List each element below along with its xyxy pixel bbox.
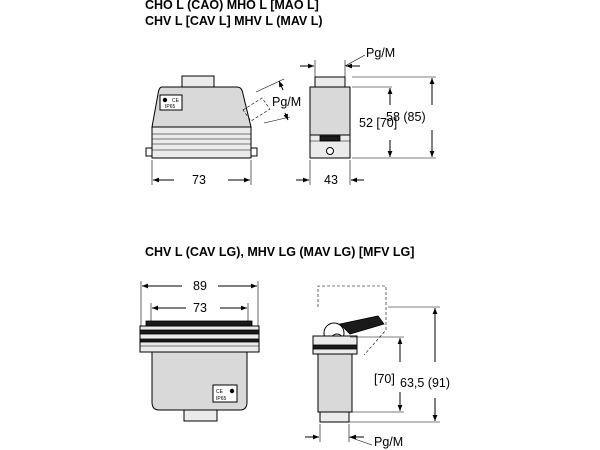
- top-total-height-dim: 58 (85): [386, 110, 426, 124]
- bottom-inner-height-dim: [70]: [374, 372, 395, 386]
- side-housing-body: [317, 353, 353, 413]
- locking-pin: [326, 147, 334, 155]
- bottom-inner-width-dim: 73: [193, 301, 207, 315]
- bottom-front-view: 89 73 CE IP65: [139, 279, 260, 422]
- top-title-line2: CHV L [CAV L] MHV L (MAV L): [145, 14, 323, 28]
- top-width-dim: 73: [192, 173, 206, 187]
- top-side-view: Pg/M 43 52 [70] 58 (85): [296, 46, 436, 187]
- side-cable-entry-bottom: [319, 411, 350, 423]
- locking-lever: [145, 320, 253, 327]
- bottom-side-view: [70] 63,5 (91) Pg/M: [305, 285, 450, 449]
- bottom-ip-badge-text: IP65: [216, 396, 227, 402]
- top-front-view: CE IP65 Pg/M 73: [145, 75, 301, 187]
- bottom-outer-width-dim: 89: [193, 279, 207, 293]
- top-title-line1: CHO L (CAO) MHO L [MAO L]: [145, 0, 319, 12]
- svg-text:CE: CE: [172, 98, 180, 104]
- side-hood-body: [309, 86, 351, 136]
- top-hood-skirt: [151, 126, 252, 159]
- side-lever: [339, 315, 385, 335]
- side-entry-outline: [242, 97, 271, 122]
- top-cable-entry: [181, 75, 215, 88]
- ip-badge-text: IP65: [165, 104, 176, 110]
- top-depth-dim: 43: [324, 173, 338, 187]
- side-cable-entry: [314, 76, 346, 88]
- bottom-cable-entry: [183, 409, 218, 422]
- bottom-title: CHV L (CAV LG), MHV LG (MAV LG) [MFV LG]: [145, 245, 414, 259]
- bottom-total-height-dim: 63,5 (91): [400, 376, 450, 390]
- right-pin: [250, 147, 258, 157]
- left-pin: [145, 147, 153, 157]
- svg-text:CE: CE: [216, 389, 224, 395]
- bottom-thread-label: Pg/M: [374, 435, 403, 449]
- side-thread-label: Pg/M: [272, 95, 301, 109]
- top-thread-label: Pg/M: [366, 46, 395, 60]
- top-height-dim: 52 [70]: [359, 116, 397, 130]
